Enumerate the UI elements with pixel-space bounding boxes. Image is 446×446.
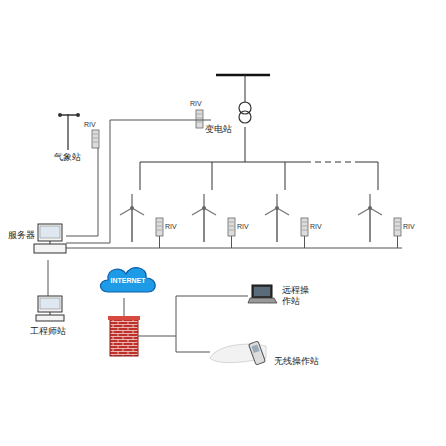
- station-label: 无线操作站: [274, 356, 319, 367]
- riv-label: RIV: [165, 223, 177, 231]
- riv-label: RIV: [237, 223, 249, 231]
- comm-line: [66, 120, 205, 243]
- station-label: 远程操作站: [282, 285, 312, 307]
- station-node: 工程师站: [28, 296, 72, 342]
- station-node: 远程操作站: [248, 282, 326, 310]
- riv-label: RIV: [310, 223, 322, 231]
- station-label: 工程师站: [30, 326, 66, 337]
- riv-label: RIV: [403, 223, 415, 231]
- station-label: 气象站: [54, 152, 81, 163]
- station-node: 变电站: [205, 98, 259, 140]
- station-node: 服务器: [8, 222, 66, 260]
- comm-line: [66, 168, 98, 236]
- station-icon: [8, 222, 66, 260]
- station-node: 无线操作站: [208, 336, 320, 376]
- riv-label: RIV: [190, 100, 202, 108]
- station-node: INTERNET: [98, 262, 158, 298]
- station-label: 变电站: [205, 124, 232, 135]
- station-label: 服务器: [8, 230, 35, 241]
- station-label: INTERNET: [98, 275, 158, 286]
- station-node: 气象站: [52, 110, 104, 168]
- riv-label: RIV: [84, 121, 96, 129]
- comm-line: [48, 260, 49, 296]
